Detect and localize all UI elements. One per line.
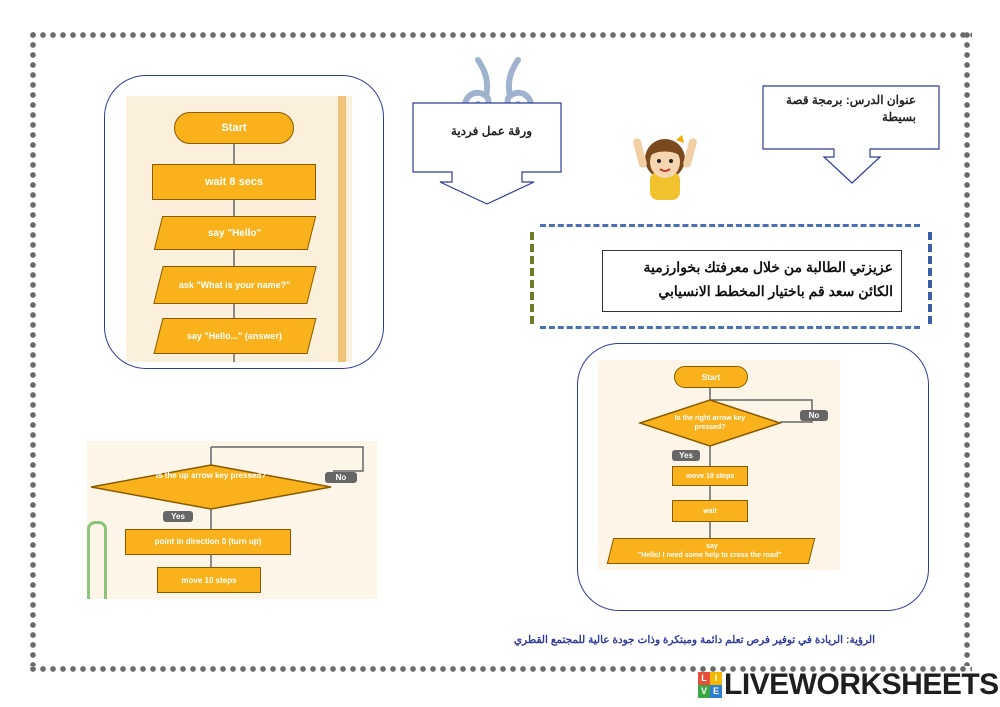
fc3-decision: Is the right arrow key pressed? [674,415,746,431]
lesson-title-text: عنوان الدرس: برمجة قصة بسيطة [785,93,916,124]
page-border-top [28,30,972,40]
fc2-decision: Is the up arrow key pressed? [155,471,267,480]
fc3-yes-tag: Yes [672,450,700,461]
liveworksheets-logo-text[interactable]: LIVEWORKSHEETS [724,668,999,701]
fc3-start: Start [674,366,748,388]
flowchart-2-image: Is the up arrow key pressed? No Yes poin… [87,441,377,599]
vision-statement: الرؤية: الريادة في توفير فرص تعلم دائمة … [513,634,875,646]
fc2-no-tag: No [325,472,357,483]
page-border-left [28,30,38,666]
fc3-no-tag: No [800,410,828,421]
instruction-text: عزيزتي الطالبة من خلال معرفتك بخوارزمية … [643,259,893,299]
fc3-move-steps: move 10 steps [672,466,748,486]
fc1-say-hello: say "Hello" [153,216,317,250]
instruction-box: عزيزتي الطالبة من خلال معرفتك بخوارزمية … [602,250,902,312]
worksheet-type-callout [412,102,562,205]
flowchart-3-image: Start Is the right arrow key pressed? No… [598,360,840,570]
girl-character-icon [633,135,697,200]
fc2-move-steps: move 10 steps [157,567,261,593]
fc1-wait-step: wait 8 secs [152,164,316,200]
liveworksheets-logo-icon: L I V E [698,672,722,698]
fc2-yes-tag: Yes [163,511,193,522]
fc2-point-direction: point in direction 0 (turn up) [125,529,291,555]
fc3-say: say "Hello! I need some help to cross th… [606,538,816,564]
flowchart-1-image: Start wait 8 secs say "Hello" ask "What … [126,96,352,362]
fc1-say-answer: say "Hello..." (answer) [153,318,317,354]
lesson-title-callout [762,85,940,184]
worksheet-type-text: ورقة عمل فردية [450,124,532,138]
page-border-right [962,30,972,666]
fc1-start: Start [174,112,294,144]
fc3-wait: wait [672,500,748,522]
fc1-ask-name: ask "What is your name?" [153,266,317,304]
page-border-bottom [28,664,972,674]
